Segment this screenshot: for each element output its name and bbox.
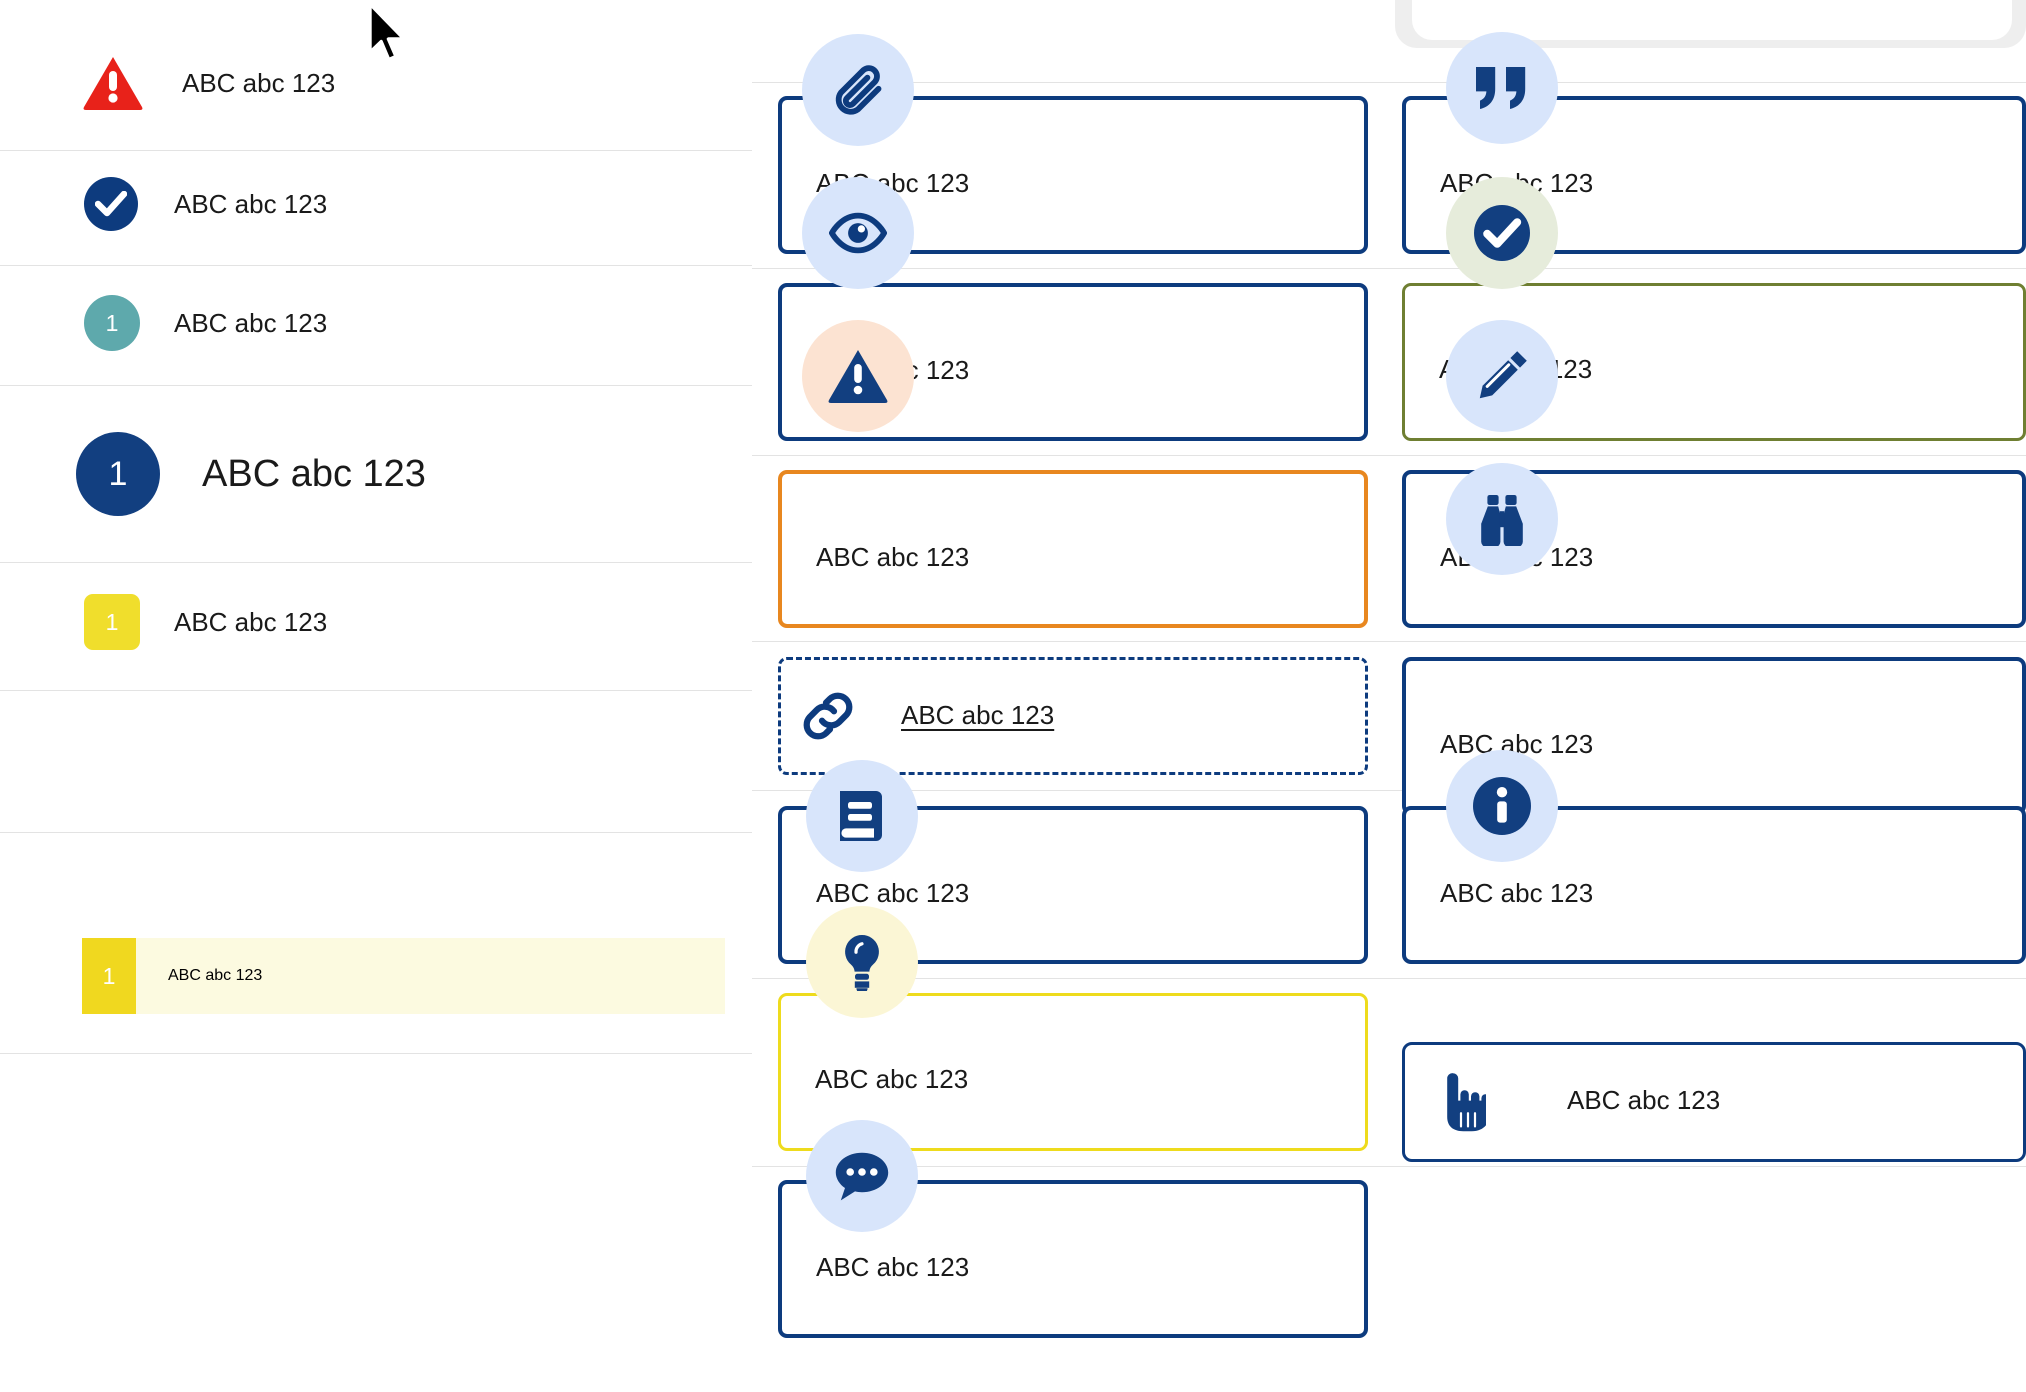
section-divider — [752, 1166, 2026, 1167]
list-item-step-yellow-highlight[interactable]: 1 ABC abc 123 — [82, 938, 725, 1014]
pencil-icon — [1446, 320, 1558, 432]
card-label: ABC abc 123 — [816, 1252, 970, 1282]
list-item-label: ABC abc 123 — [174, 307, 328, 338]
card-link-label[interactable]: ABC abc 123 — [901, 700, 1055, 730]
card-label: ABC abc 123 — [1440, 878, 1594, 908]
card-warning[interactable]: ABC abc 123 — [778, 470, 1368, 628]
card-link[interactable]: ABC abc 123 — [778, 657, 1368, 775]
number-square-flat-value: 1 — [102, 962, 116, 989]
lightbulb-icon — [806, 906, 918, 1018]
info-circle-icon — [1446, 750, 1558, 862]
section-divider — [752, 790, 2026, 791]
binoculars-icon — [1446, 463, 1558, 575]
list-item-step-yellow[interactable]: 1 ABC abc 123 — [84, 594, 327, 650]
list-item-label: ABC abc 123 — [174, 606, 328, 637]
card-label: ABC abc 123 — [815, 1064, 969, 1094]
left-list-column: ABC abc 123 ABC abc 123 1 ABC abc 123 1 … — [0, 0, 752, 1392]
card-label: ABC abc 123 — [816, 542, 970, 572]
speech-bubble-icon — [806, 1120, 918, 1232]
list-item-success[interactable]: ABC abc 123 — [84, 177, 327, 231]
list-divider — [0, 562, 752, 563]
section-divider — [752, 978, 2026, 979]
quotation-marks-icon — [1446, 32, 1558, 144]
section-divider — [752, 268, 2026, 269]
link-chain-icon — [772, 660, 884, 772]
list-divider — [0, 150, 752, 151]
section-divider — [752, 82, 2026, 83]
list-item-label: ABC abc 123 — [202, 452, 426, 495]
warning-triangle-icon — [802, 320, 914, 432]
section-divider — [752, 641, 2026, 642]
number-circle-large-value: 1 — [108, 454, 128, 493]
card-action[interactable]: ABC abc 123 — [1402, 1042, 2026, 1162]
list-item-step-teal[interactable]: 1 ABC abc 123 — [84, 295, 327, 351]
list-divider — [0, 265, 752, 266]
number-square-icon: 1 — [84, 594, 140, 650]
book-icon — [806, 760, 918, 872]
list-divider — [0, 385, 752, 386]
list-item-step-large[interactable]: 1 ABC abc 123 — [76, 432, 426, 516]
list-item-label: ABC abc 123 — [174, 188, 328, 219]
eye-icon — [802, 177, 914, 289]
number-circle-icon: 1 — [84, 295, 140, 351]
check-circle-icon — [1446, 177, 1558, 289]
card-label: ABC abc 123 — [1567, 1085, 1721, 1115]
mouse-pointer-icon — [366, 2, 412, 64]
card-label: ABC abc 123 — [816, 878, 970, 908]
list-item-label: ABC abc 123 — [168, 967, 263, 984]
list-item-error[interactable]: ABC abc 123 — [82, 55, 335, 111]
number-square-flat-icon: 1 — [82, 938, 136, 1014]
check-circle-icon — [84, 177, 138, 231]
number-circle-value: 1 — [105, 309, 119, 336]
number-circle-large-icon: 1 — [76, 432, 160, 516]
pointing-hand-icon — [1402, 1046, 1514, 1158]
warning-triangle-icon — [82, 55, 144, 111]
list-divider — [0, 832, 752, 833]
paperclip-icon — [802, 34, 914, 146]
list-divider — [0, 1053, 752, 1054]
list-item-label: ABC abc 123 — [182, 67, 336, 98]
number-square-value: 1 — [105, 608, 119, 635]
section-divider — [752, 455, 2026, 456]
list-divider — [0, 690, 752, 691]
